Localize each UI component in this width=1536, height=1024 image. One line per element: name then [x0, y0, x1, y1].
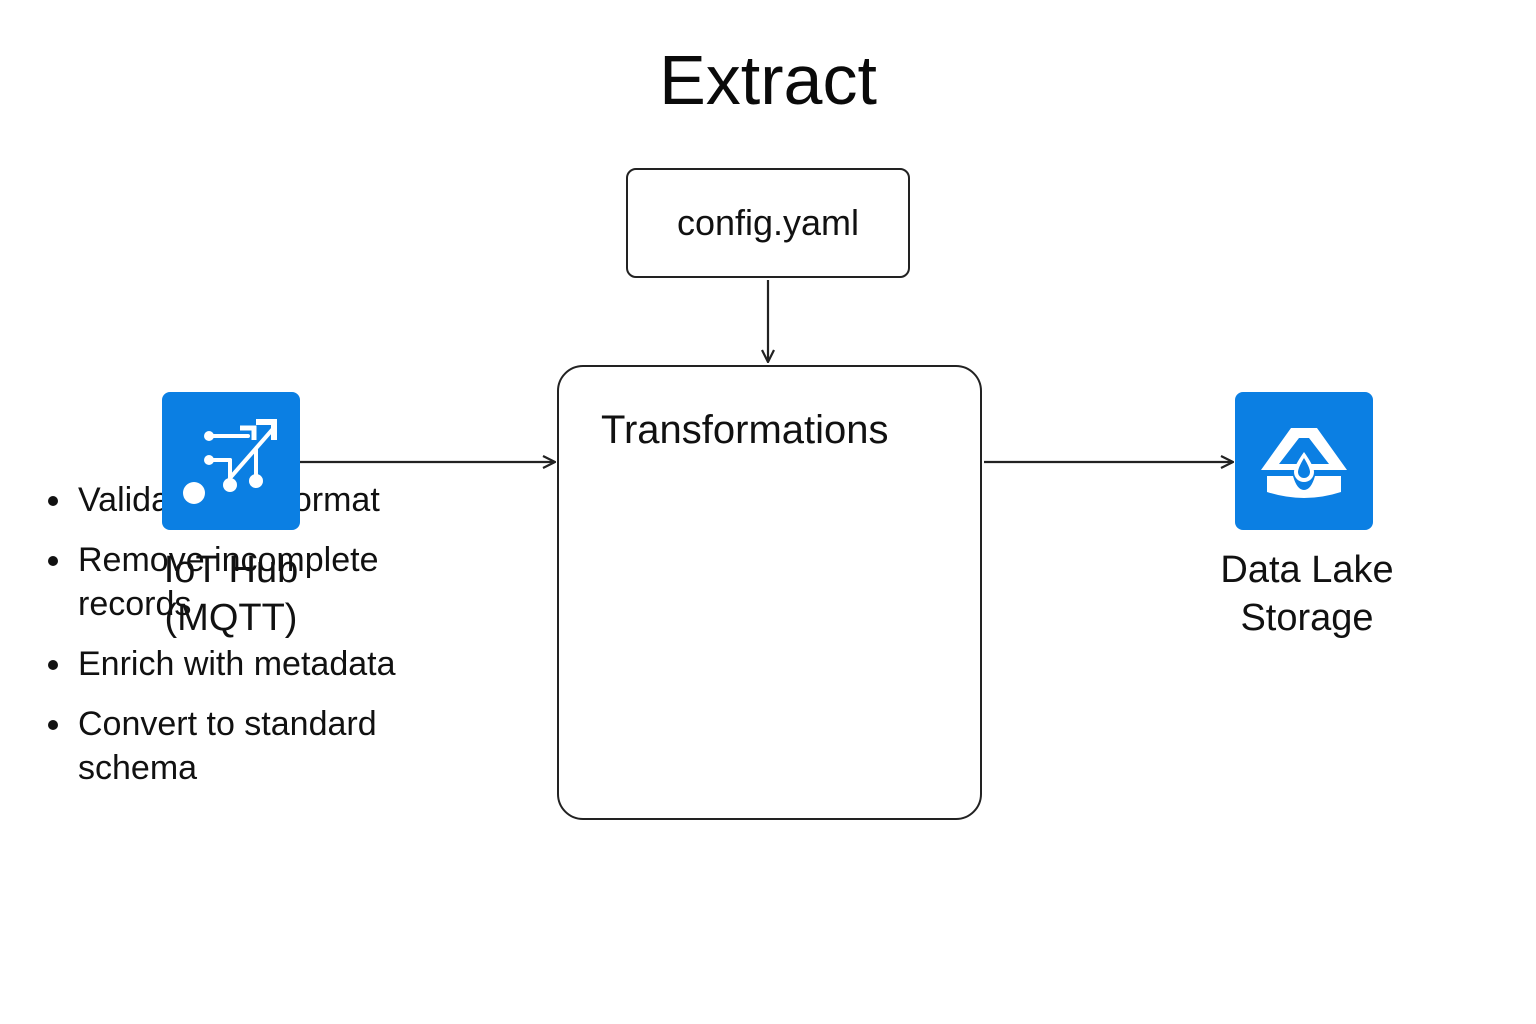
transformation-item: Enrich with metadata [48, 642, 396, 686]
data-lake-storage-label: Data Lake Storage [1180, 546, 1434, 642]
bullet-icon [48, 556, 58, 566]
transformation-item-text: Convert to standard schema [78, 705, 377, 787]
transformation-item: Convert to standard schema [48, 702, 377, 790]
bullet-icon [48, 720, 58, 730]
transformations-box: Transformations [557, 365, 982, 820]
config-file-label: config.yaml [676, 202, 860, 243]
data-lake-storage-line-1: Data Lake [1220, 549, 1394, 591]
data-lake-storage-line-2: Storage [1240, 597, 1374, 639]
data-lake-storage-icon [1235, 392, 1373, 530]
bullet-icon [48, 660, 58, 670]
transformations-title: Transformations [601, 408, 889, 452]
diagram-title: Extract [659, 41, 877, 119]
iot-hub-protocol: (MQTT) [164, 597, 298, 639]
iot-hub-label: IoT Hub (MQTT) [120, 546, 342, 642]
bullet-icon [48, 496, 58, 506]
transformation-item-text: Remove incomplete records [78, 541, 379, 623]
iot-hub-icon [162, 392, 300, 530]
transformation-item: Remove incomplete records [48, 538, 379, 626]
iot-hub-name: IoT Hub [163, 549, 299, 591]
config-file-box: config.yaml [626, 168, 910, 278]
transformation-item-text: Enrich with metadata [78, 645, 396, 683]
